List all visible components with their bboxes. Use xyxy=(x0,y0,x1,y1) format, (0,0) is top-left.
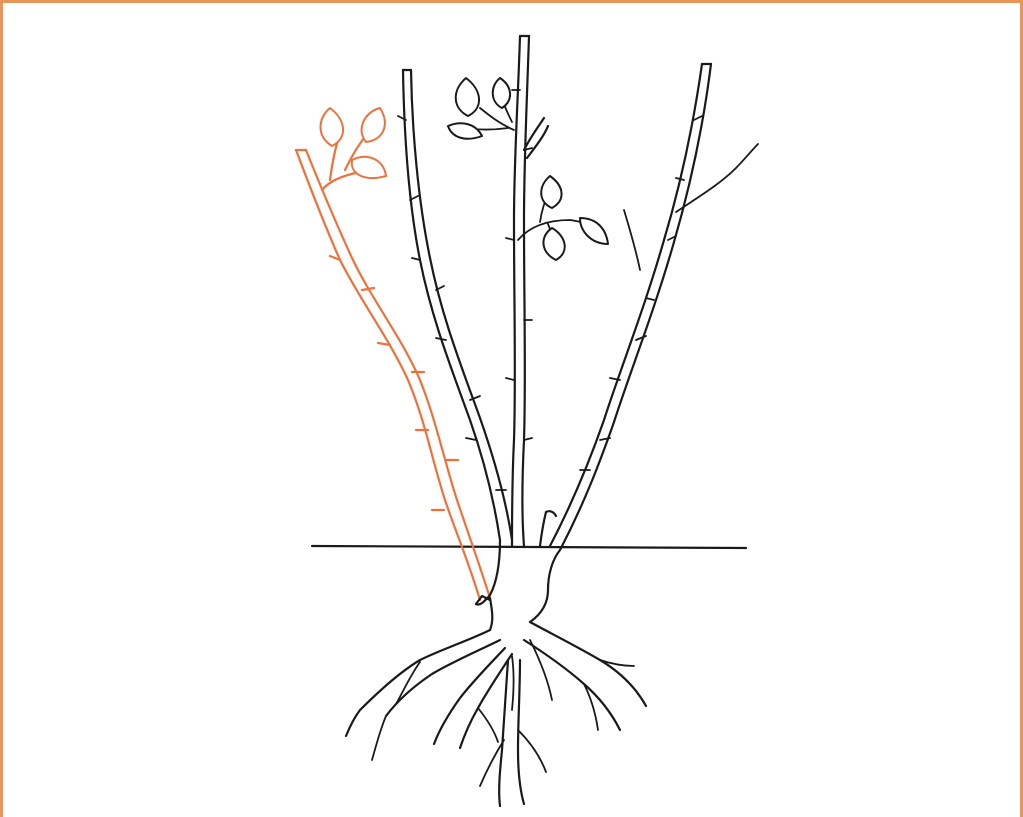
leaf xyxy=(448,123,482,139)
side-twig xyxy=(624,210,640,270)
root xyxy=(524,640,620,730)
highlighted-cane xyxy=(296,108,490,600)
leaf xyxy=(362,108,385,142)
root xyxy=(386,640,500,716)
leaf-stem xyxy=(322,172,360,190)
leaf xyxy=(580,218,608,244)
root xyxy=(499,660,508,806)
leaf xyxy=(543,228,564,260)
root-inner xyxy=(530,640,552,700)
leaf xyxy=(493,78,510,108)
cane-center-outline-right xyxy=(523,36,530,546)
leaf xyxy=(541,176,561,208)
root-hair xyxy=(480,730,546,786)
side-twig xyxy=(676,144,758,212)
crown-outline-right xyxy=(530,550,560,622)
cane-right-outline-left xyxy=(550,64,702,546)
root-hair xyxy=(584,660,634,730)
thorn xyxy=(362,288,374,290)
leaf xyxy=(456,78,479,116)
cane-left-outline-left xyxy=(403,70,500,540)
root-inner xyxy=(512,656,514,710)
thorns xyxy=(398,116,506,490)
highlighted-cane-outline-left xyxy=(296,150,480,600)
side-shoot xyxy=(527,126,548,158)
cane-center-outline-left xyxy=(512,36,520,546)
ground-line xyxy=(312,546,746,548)
highlighted-cane-outline-right xyxy=(306,150,490,598)
root xyxy=(434,648,505,744)
cane-right xyxy=(540,64,758,550)
cane-left xyxy=(398,70,512,540)
roots xyxy=(346,622,646,806)
cane-left-outline-right xyxy=(411,70,512,540)
crown-base-left xyxy=(490,598,492,630)
root-hair xyxy=(478,708,498,742)
leaf xyxy=(352,157,386,178)
crown xyxy=(476,540,560,630)
leaf xyxy=(321,108,344,146)
